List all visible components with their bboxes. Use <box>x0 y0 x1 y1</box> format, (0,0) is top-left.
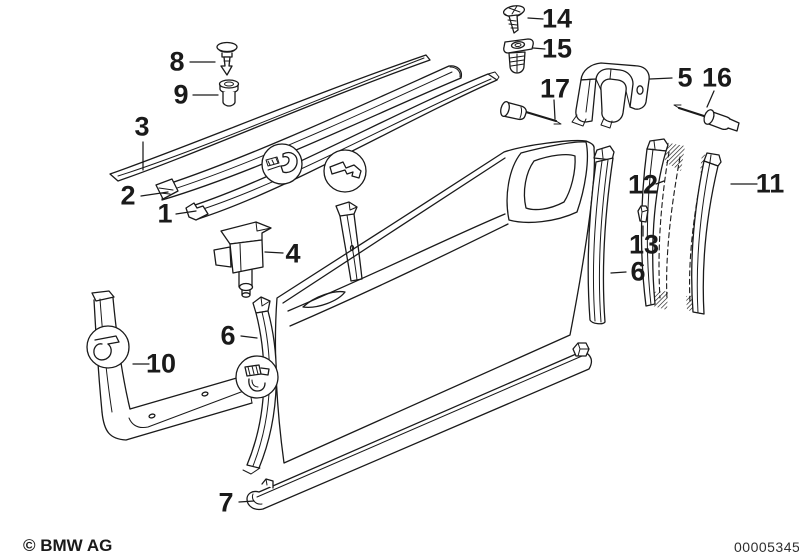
copyright-notice: © BMW AG <box>23 536 113 555</box>
part-8-expanding-rivet[interactable] <box>216 41 238 76</box>
part-label-12[interactable]: 12 <box>627 169 659 200</box>
part-label-7[interactable]: 7 <box>218 487 234 518</box>
part-label-5[interactable]: 5 <box>677 62 693 93</box>
part-label-15[interactable]: 15 <box>541 33 573 64</box>
part-15-expansion-nut[interactable] <box>503 38 534 74</box>
part-label-8[interactable]: 8 <box>169 46 185 77</box>
part-16-blind-rivet[interactable] <box>673 104 740 132</box>
part-label-3[interactable]: 3 <box>134 111 150 142</box>
part-label-2[interactable]: 2 <box>120 180 136 211</box>
part-label-11[interactable]: 11 <box>755 168 785 199</box>
part-label-1[interactable]: 1 <box>157 198 173 229</box>
part-label-14[interactable]: 14 <box>541 3 573 34</box>
part-label-6-front[interactable]: 6 <box>220 320 236 351</box>
part-7-sill-molding[interactable] <box>246 342 593 511</box>
part-label-9[interactable]: 9 <box>173 79 189 110</box>
detail-callout-channel-profile <box>86 325 130 369</box>
part-label-17[interactable]: 17 <box>539 73 571 104</box>
leader-lines <box>132 17 758 503</box>
diagram-number: 00005345 <box>734 539 799 555</box>
detail-callout-hook-profile <box>323 149 367 193</box>
part-11-window-guide[interactable] <box>686 152 722 315</box>
part-13-clip[interactable] <box>637 205 649 223</box>
detail-callout-seal-profile <box>261 143 303 185</box>
part-2-seal[interactable] <box>155 65 463 201</box>
part-17-blind-rivet[interactable] <box>499 101 562 125</box>
detail-callout-box-profile <box>235 355 279 399</box>
part-5-guide-clamp[interactable] <box>571 62 650 129</box>
part-12-window-guide[interactable] <box>640 138 685 310</box>
b-pillar-strip <box>335 201 363 282</box>
part-14-screw[interactable] <box>502 4 526 34</box>
part-3-molding[interactable] <box>109 54 431 182</box>
door-panel <box>274 139 596 464</box>
part-label-13[interactable]: 13 <box>628 229 660 260</box>
part-label-16[interactable]: 16 <box>701 62 733 93</box>
part-6-edge-protection-rear[interactable] <box>587 145 615 325</box>
part-label-4[interactable]: 4 <box>285 238 301 269</box>
part-4-stop-bracket[interactable] <box>213 221 272 298</box>
part-label-6-rear[interactable]: 6 <box>630 256 646 287</box>
part-9-grommet[interactable] <box>218 79 240 107</box>
part-label-10[interactable]: 10 <box>145 348 177 379</box>
